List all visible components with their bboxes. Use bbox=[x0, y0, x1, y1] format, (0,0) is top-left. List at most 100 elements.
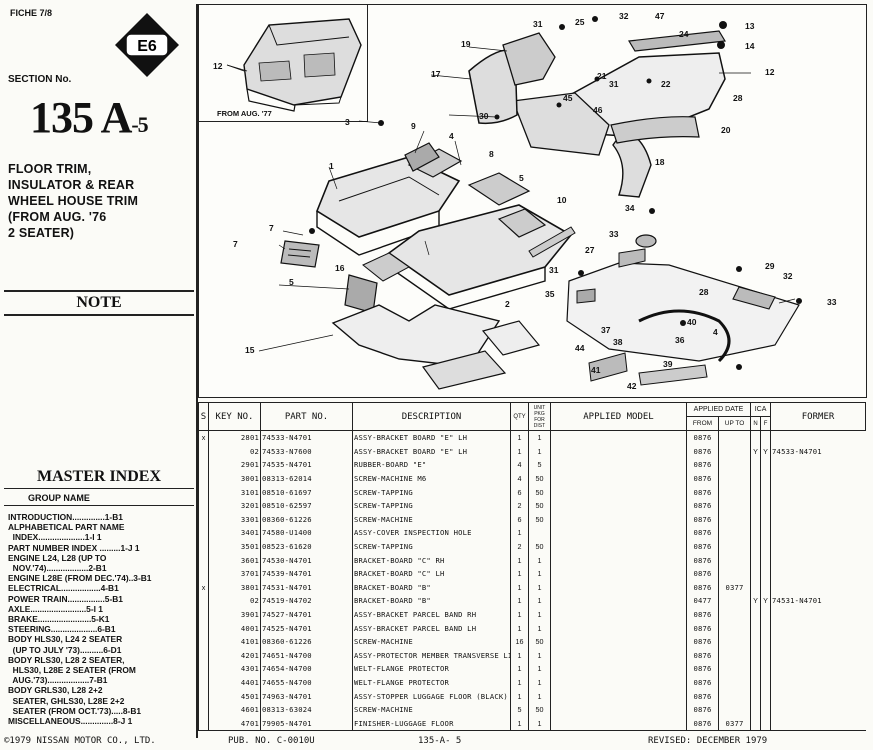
index-line: ALPHABETICAL PART NAME bbox=[8, 522, 125, 533]
cell-n bbox=[750, 512, 761, 527]
cell-n bbox=[750, 607, 761, 622]
cell-from: 0876 bbox=[686, 553, 719, 567]
cell-former bbox=[770, 689, 866, 703]
cell-unit: 1 bbox=[528, 580, 551, 595]
cell-unit: 50 bbox=[528, 498, 551, 513]
cell-qty: 5 bbox=[510, 702, 529, 717]
cell-key: 4301 bbox=[208, 662, 261, 676]
note-heading: NOTE bbox=[4, 290, 194, 316]
callout-31a: 31 bbox=[533, 19, 543, 29]
col-part-no: PART NO. bbox=[260, 402, 353, 431]
cell-part: 08360-61226 bbox=[260, 512, 353, 527]
cell-s bbox=[198, 566, 209, 581]
cell-model bbox=[550, 539, 687, 554]
cell-upto: 0377 bbox=[717, 716, 751, 732]
callout-31c: 31 bbox=[549, 265, 559, 275]
cell-from: 0876 bbox=[686, 662, 719, 676]
cell-n bbox=[750, 553, 761, 567]
cell-upto: 0377 bbox=[717, 580, 751, 595]
cell-part: 08510-61697 bbox=[260, 485, 353, 499]
cell-part: 74531-N4701 bbox=[260, 580, 353, 595]
cell-part: 74655-N4700 bbox=[260, 675, 353, 690]
parts-table: S KEY NO. PART NO. DESCRIPTION QTY UNIT … bbox=[198, 402, 867, 732]
cell-upto bbox=[717, 553, 751, 567]
cell-former bbox=[770, 553, 866, 567]
cell-upto bbox=[717, 607, 751, 622]
cell-upto bbox=[717, 566, 751, 581]
index-line: POWER TRAIN................5-B1 bbox=[8, 593, 123, 604]
cell-unit: 1 bbox=[528, 430, 551, 445]
cell-f bbox=[760, 702, 771, 717]
cell-qty: 6 bbox=[510, 485, 529, 499]
cell-former bbox=[770, 716, 866, 732]
cell-n bbox=[750, 498, 761, 513]
title-line-5: 2 SEATER) bbox=[8, 226, 75, 240]
index-line: INTRODUCTION..............1-B1 bbox=[8, 512, 123, 522]
cell-unit: 50 bbox=[528, 539, 551, 554]
index-line: BRAKE.......................5-K1 bbox=[8, 614, 110, 625]
cell-desc: SCREW-TAPPING bbox=[352, 539, 511, 554]
pub-no: PUB. NO. C-0010U bbox=[228, 736, 315, 746]
cell-desc: SCREW-TAPPING bbox=[352, 498, 511, 513]
cell-n bbox=[750, 430, 761, 445]
callout-10: 9 bbox=[411, 121, 416, 131]
cell-desc: ASSY-BRACKET PARCEL BAND RH bbox=[352, 607, 511, 622]
cell-f bbox=[760, 485, 771, 499]
callout-31b: 31 bbox=[609, 79, 619, 89]
cell-s bbox=[198, 526, 209, 540]
title-line-4: (FROM AUG. '76 bbox=[8, 210, 107, 224]
cell-key: 3301 bbox=[208, 512, 261, 527]
cell-part: 08523-61620 bbox=[260, 539, 353, 554]
cell-upto bbox=[717, 430, 751, 445]
cell-part: 74527-N4701 bbox=[260, 607, 353, 622]
callout-32b: 32 bbox=[783, 271, 793, 281]
cell-former bbox=[770, 566, 866, 581]
cell-unit: 1 bbox=[528, 648, 551, 663]
cell-former bbox=[770, 580, 866, 595]
cell-key: 3601 bbox=[208, 553, 261, 567]
cell-from: 0477 bbox=[686, 594, 719, 608]
callout-43: 42 bbox=[627, 381, 637, 391]
cell-part: 74519-N4702 bbox=[260, 594, 353, 608]
cell-from: 0876 bbox=[686, 607, 719, 622]
callout-44: 44 bbox=[575, 343, 585, 353]
callout-32a: 32 bbox=[619, 11, 629, 21]
cell-unit: 1 bbox=[528, 594, 551, 608]
index-line: SEATER, GHLS30, L28E 2+2 bbox=[8, 695, 125, 706]
cell-desc: BRACKET-BOARD "C" RH bbox=[352, 553, 511, 567]
cell-qty: 1 bbox=[510, 526, 529, 540]
callout-13: 13 bbox=[745, 21, 755, 31]
callout-24: 24 bbox=[679, 29, 689, 39]
cell-n: Y bbox=[750, 444, 761, 459]
cell-upto bbox=[717, 485, 751, 499]
title-line-1: FLOOR TRIM, bbox=[8, 162, 92, 176]
cell-key: 3201 bbox=[208, 498, 261, 513]
col-key-no: KEY NO. bbox=[208, 402, 261, 431]
cell-unit bbox=[528, 526, 551, 540]
cell-desc: ASSY-BRACKET BOARD "E" LH bbox=[352, 444, 511, 459]
cell-model bbox=[550, 675, 687, 690]
cell-n bbox=[750, 471, 761, 486]
cell-s bbox=[198, 689, 209, 703]
cell-s bbox=[198, 539, 209, 554]
cell-model bbox=[550, 702, 687, 717]
col-s: S bbox=[198, 402, 209, 431]
cell-upto bbox=[717, 594, 751, 608]
cell-former bbox=[770, 648, 866, 663]
cell-key: 4501 bbox=[208, 689, 261, 703]
cell-unit: 1 bbox=[528, 675, 551, 690]
cell-qty: 1 bbox=[510, 648, 529, 663]
cell-s bbox=[198, 662, 209, 676]
cell-upto bbox=[717, 662, 751, 676]
cell-key: 4101 bbox=[208, 634, 261, 649]
cell-part: 08313-63024 bbox=[260, 702, 353, 717]
cell-s bbox=[198, 675, 209, 690]
cell-f bbox=[760, 458, 771, 472]
cell-model bbox=[550, 498, 687, 513]
callout-9: 8 bbox=[489, 149, 494, 159]
